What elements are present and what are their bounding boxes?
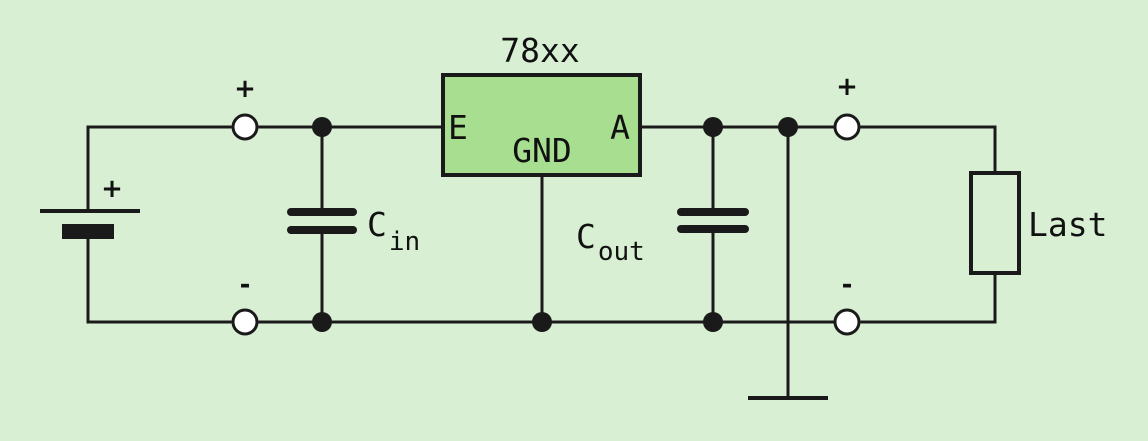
wire-battery-loop [86, 125, 232, 324]
regulator-name: 78xx [500, 31, 579, 70]
regulator-pin-out: A [610, 108, 630, 147]
junction-node [778, 117, 798, 137]
input-plus-label: + [234, 74, 256, 104]
output-plus-label: + [836, 72, 858, 102]
cin-capacitor [287, 208, 357, 234]
junction-node [703, 312, 723, 332]
load-label: Last [1028, 205, 1107, 244]
junction-node [703, 117, 723, 137]
junction-node [312, 117, 332, 137]
regulator-pin-gnd: GND [512, 131, 572, 170]
battery-plus-label: + [101, 174, 123, 204]
input-minus-label: - [240, 270, 251, 300]
junction-node [312, 312, 332, 332]
input-plus-terminal [231, 113, 259, 141]
output-minus-label: - [842, 270, 853, 300]
cin-label: Cin [367, 205, 420, 257]
regulator-pin-in: E [448, 108, 468, 147]
output-plus-terminal [833, 113, 861, 141]
load-resistor [969, 171, 1021, 275]
junction-nodes [312, 117, 798, 332]
junction-node [532, 312, 552, 332]
wire-load-loop [860, 125, 997, 324]
regulator-box [441, 73, 642, 177]
input-minus-terminal [231, 308, 259, 336]
output-minus-terminal [833, 308, 861, 336]
cout-label: Cout [576, 217, 645, 267]
battery-symbol [40, 209, 140, 239]
cout-capacitor [677, 208, 749, 233]
